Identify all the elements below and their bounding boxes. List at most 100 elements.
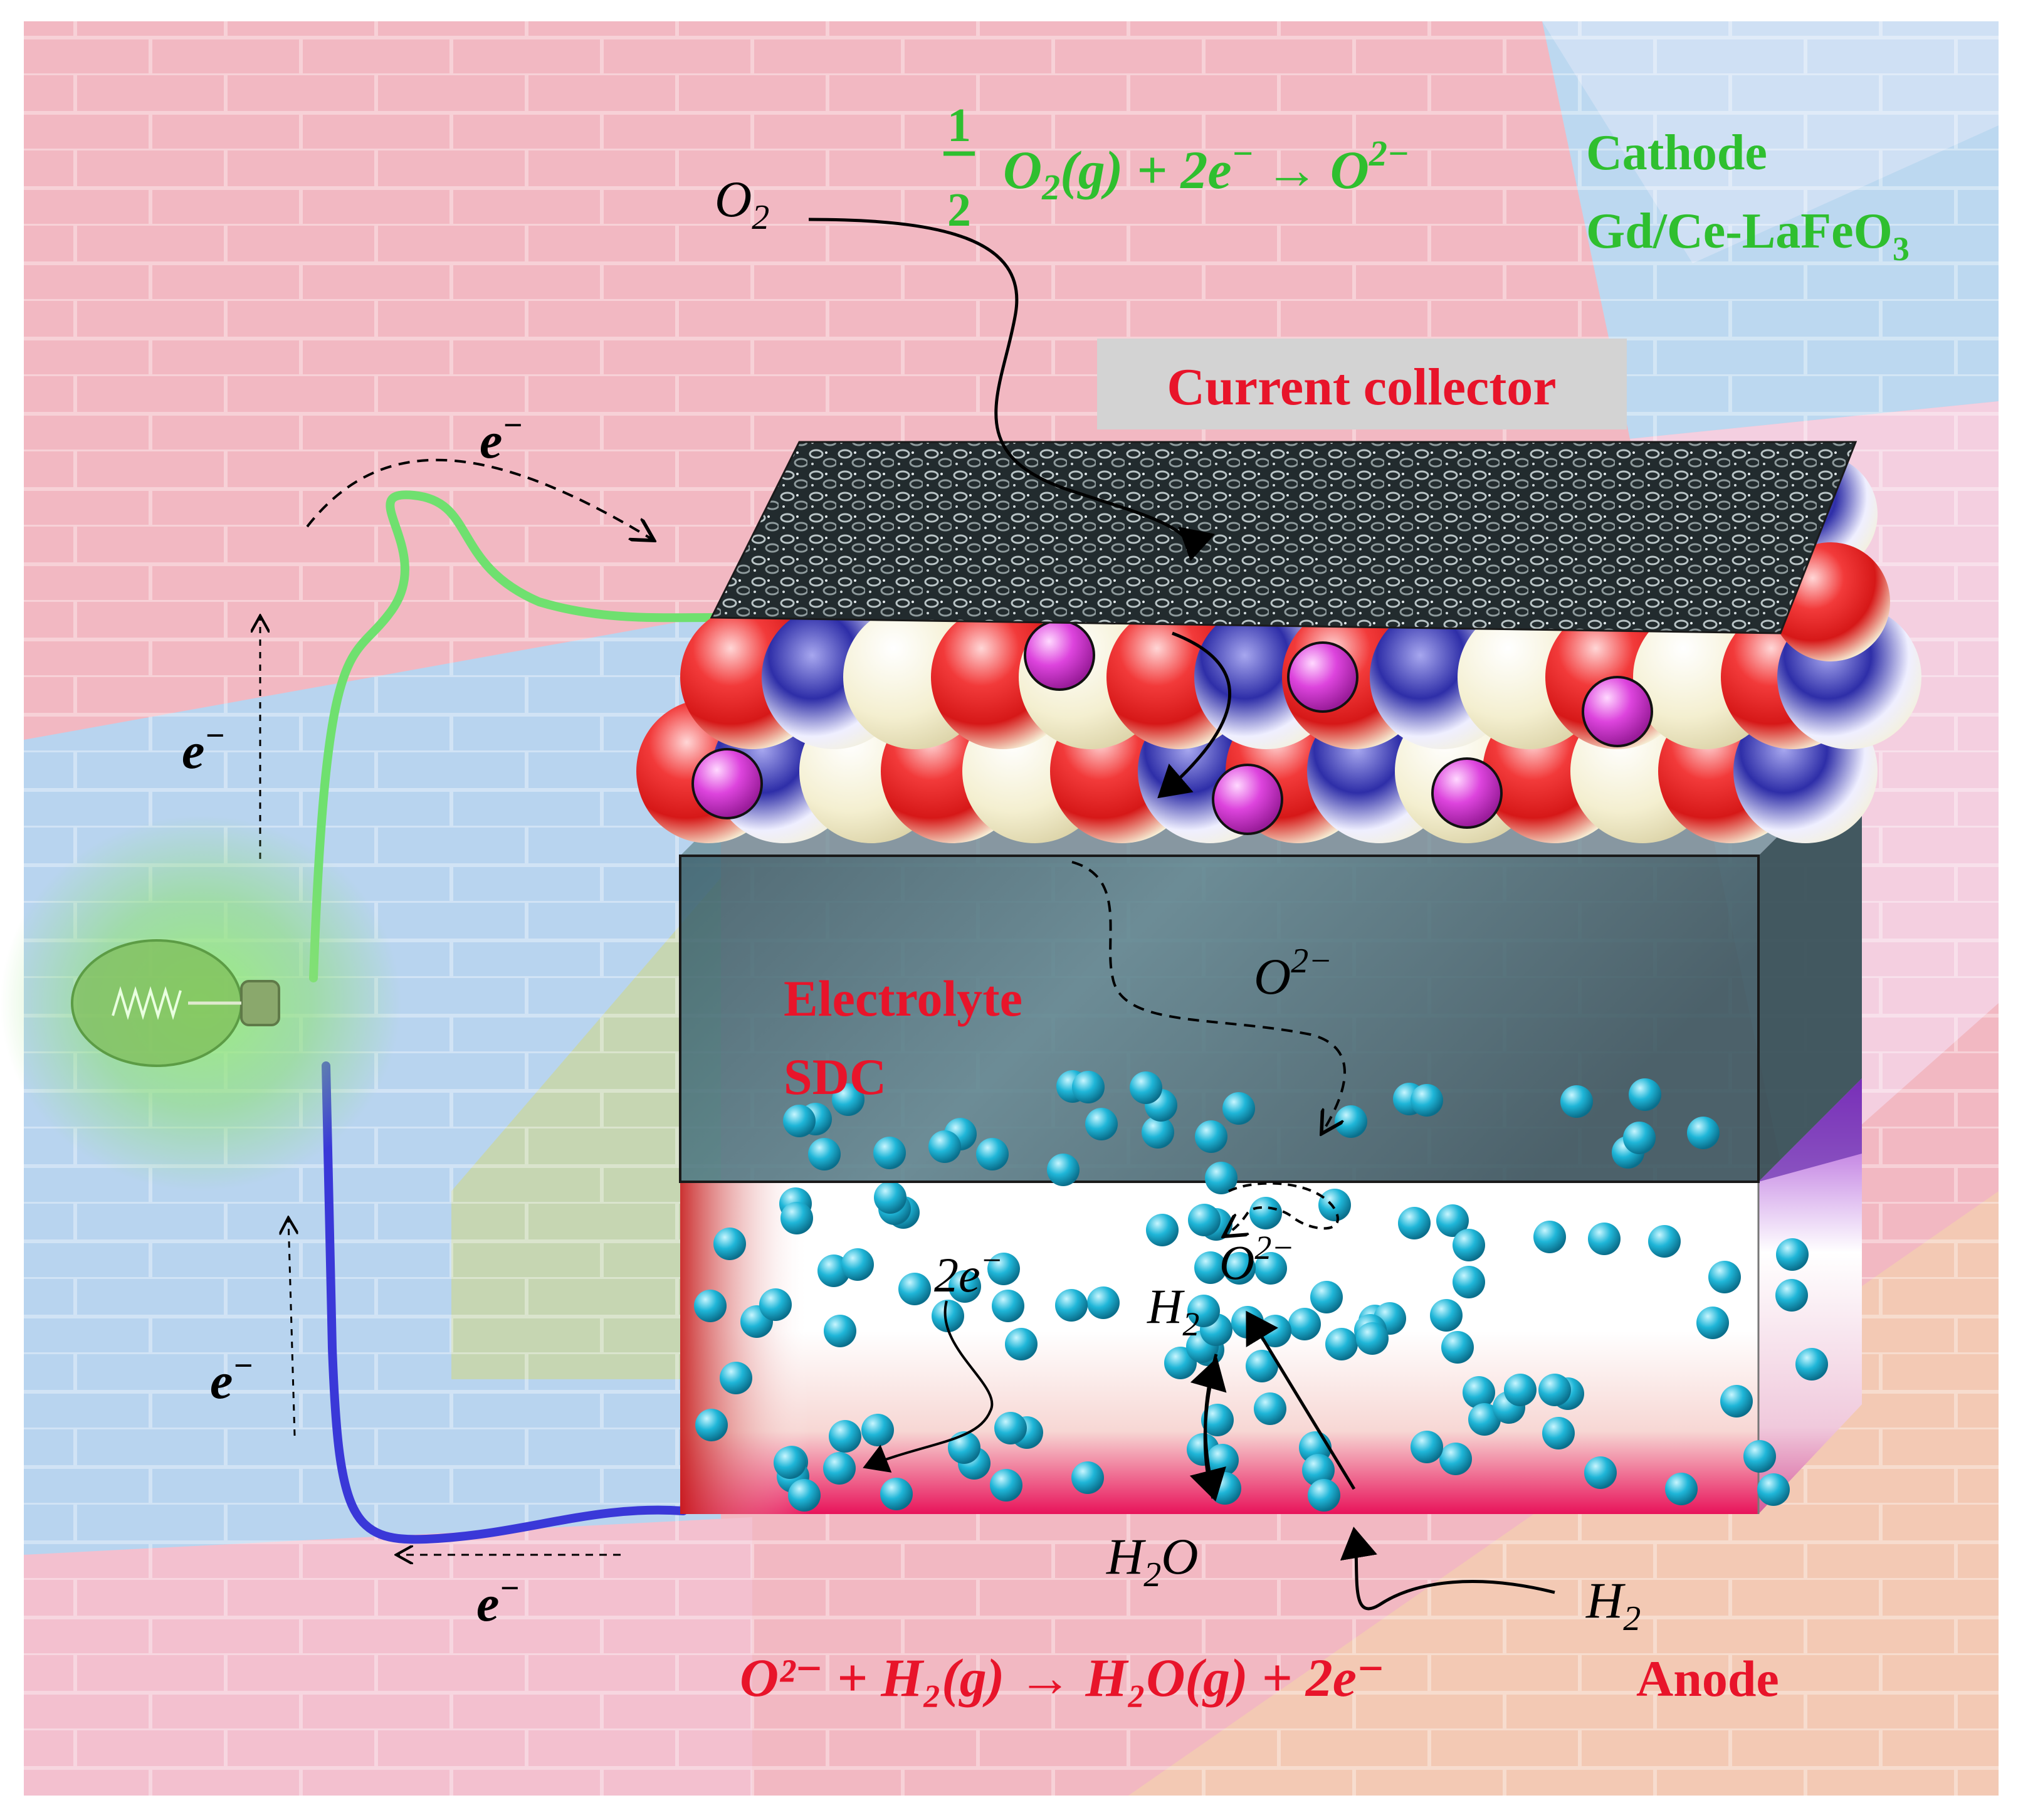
electron-label-left-upper: e− xyxy=(182,717,225,779)
electrolyte-particle xyxy=(1222,1092,1255,1125)
h2-particle xyxy=(898,1273,931,1305)
cathode-material-label: Gd/Ce-LaFeO3 xyxy=(1586,204,1910,268)
h2-particle xyxy=(1436,1204,1469,1237)
h2o-label: H2O xyxy=(1106,1528,1198,1594)
electron-label-top: e− xyxy=(480,406,523,469)
h2-particle xyxy=(948,1431,980,1464)
h2-particle xyxy=(824,1315,856,1347)
h2-particle xyxy=(1453,1229,1485,1261)
h2-particle xyxy=(1325,1328,1358,1360)
electrolyte-particle xyxy=(1560,1085,1593,1118)
electron-flow-left-lower xyxy=(288,1219,295,1436)
h2-particle xyxy=(861,1414,894,1446)
h2-particle xyxy=(1055,1289,1088,1322)
h2-diffusion-arrow xyxy=(1246,1310,1356,1490)
electron-flow-top xyxy=(306,458,652,539)
electrolyte-particle xyxy=(1411,1084,1443,1117)
h2-particle xyxy=(990,1469,1022,1502)
h2-particle xyxy=(1005,1328,1038,1360)
h2-particle xyxy=(759,1288,792,1321)
h2-particle xyxy=(1201,1404,1234,1436)
h2-particle xyxy=(720,1362,752,1394)
h2-particle xyxy=(1430,1299,1463,1332)
h2-particle xyxy=(694,1290,727,1322)
svg-text:O2(g) + 2e−→O2−: O2(g) + 2e−→O2− xyxy=(1003,133,1409,208)
dopant-atom xyxy=(1024,619,1095,691)
h2-particle xyxy=(713,1228,746,1260)
electrolyte-particle xyxy=(976,1138,1009,1170)
electrolyte-particle xyxy=(832,1083,864,1116)
h2-particle xyxy=(1223,1252,1256,1285)
electrolyte-particle xyxy=(783,1105,816,1137)
anode-block xyxy=(680,1078,1862,1514)
h2-particle xyxy=(1194,1251,1227,1284)
electrolyte-particle xyxy=(1085,1108,1118,1140)
electrolyte-particle xyxy=(1130,1071,1162,1104)
h2-particle xyxy=(1254,1392,1286,1425)
h2-particle xyxy=(1308,1479,1340,1512)
h2-particle xyxy=(992,1290,1024,1322)
electrolyte-label: Electrolyte xyxy=(784,970,1022,1027)
h2-inlet-label: H2 xyxy=(1585,1572,1641,1638)
h2-particle xyxy=(994,1412,1027,1444)
cathode-reduction-arrow xyxy=(1157,631,1232,799)
h2-particle xyxy=(829,1420,861,1453)
h2-particle xyxy=(1318,1189,1351,1221)
cathode-label: Cathode xyxy=(1586,125,1767,181)
h2-label-anode: H2 xyxy=(1147,1279,1199,1343)
light-bulb-icon xyxy=(0,815,401,1191)
h2-particle xyxy=(823,1452,856,1485)
dopant-atom xyxy=(1582,676,1653,747)
h2-particle xyxy=(1648,1225,1681,1258)
electrolyte-particle xyxy=(1629,1078,1661,1111)
h2-particle xyxy=(1087,1286,1120,1319)
h2-particle xyxy=(1146,1214,1179,1246)
h2-particle xyxy=(1743,1440,1776,1473)
h2-particle xyxy=(1249,1197,1282,1229)
oxide-ion-label-anode: O2− xyxy=(1219,1229,1295,1290)
h2-particle xyxy=(1356,1322,1389,1355)
h2-particle xyxy=(1398,1207,1431,1239)
electron-label-left-lower: e− xyxy=(210,1347,253,1409)
h2-particle xyxy=(780,1202,813,1234)
h2-particle xyxy=(1533,1221,1566,1253)
blue-wire xyxy=(322,1061,688,1544)
electrolyte-particle xyxy=(1195,1120,1227,1153)
h2-particle xyxy=(1441,1331,1474,1364)
two-electron-label: 2e− xyxy=(934,1241,1003,1302)
electrolyte-particle xyxy=(1623,1122,1656,1154)
svg-text:1: 1 xyxy=(947,99,971,152)
h2-particle xyxy=(1665,1473,1698,1505)
electrolyte-particles xyxy=(783,1070,1720,1194)
h2-particle xyxy=(1542,1417,1575,1449)
h2-particle xyxy=(1246,1350,1278,1382)
h2-particle xyxy=(1584,1456,1617,1489)
h2-particle xyxy=(695,1409,728,1441)
h2-particle xyxy=(1757,1473,1790,1506)
h2-particle xyxy=(774,1446,806,1479)
electrolyte-particle xyxy=(1047,1154,1080,1186)
oxide-ion-label-electrolyte: O2− xyxy=(1254,942,1332,1005)
h2-particle xyxy=(1720,1385,1753,1418)
dopant-atom xyxy=(691,748,763,819)
h2-particle xyxy=(948,1270,981,1303)
h2-particle xyxy=(1071,1461,1104,1494)
current-collector-label-box xyxy=(1097,339,1627,429)
h2-particle xyxy=(1696,1307,1729,1339)
current-collector-label: Current collector xyxy=(1167,358,1556,416)
electrolyte-material-label: SDC xyxy=(784,1048,886,1105)
anode-equation: O²⁻ + H₂(g) → H₂O(g) + 2e⁻ xyxy=(740,1648,1385,1708)
h2-particle xyxy=(1468,1403,1501,1436)
h2-particle xyxy=(1302,1454,1335,1486)
h2-particle xyxy=(880,1478,913,1510)
h2-particle xyxy=(1453,1266,1485,1298)
o2-inlet-arrow xyxy=(808,218,1216,561)
external-circuit xyxy=(260,458,719,1555)
electrolyte-particle xyxy=(1142,1116,1174,1149)
h2-particle xyxy=(841,1248,874,1281)
process-arrows xyxy=(808,218,1555,1611)
electrolyte-particle xyxy=(1335,1105,1367,1138)
green-wire xyxy=(309,490,719,982)
svg-text:2: 2 xyxy=(947,184,971,236)
